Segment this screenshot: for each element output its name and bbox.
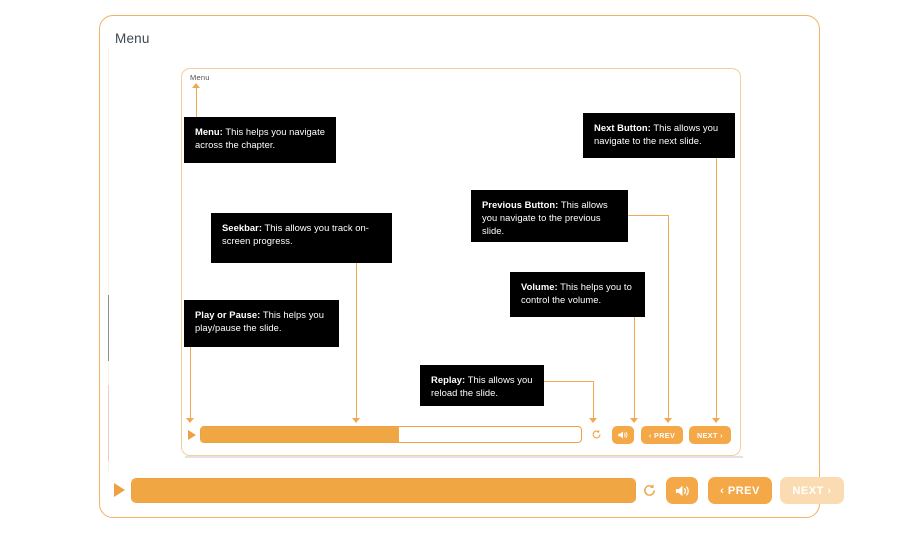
connector-replay-vertical (593, 381, 595, 418)
prev-button[interactable]: ‹ PREV (641, 426, 683, 444)
page-title: Menu (115, 31, 150, 46)
connector-volume (634, 317, 636, 418)
next-button[interactable]: NEXT › (689, 426, 731, 444)
callout-prev-text: This allows you navigate to the previous… (482, 199, 608, 236)
callout-replay: Replay: This allows you reload the slide… (420, 365, 544, 406)
callout-replay-text: This allows you reload the slide. (431, 374, 533, 398)
connector-prev-vertical (668, 215, 670, 418)
callout-seekbar-text: This allows you track on-screen progress… (222, 222, 369, 246)
callout-volume-term: Volume: (521, 281, 558, 292)
connector-menu (195, 87, 197, 117)
callout-next-button: Next Button: This allows you navigate to… (583, 113, 735, 158)
volume-button[interactable] (666, 477, 698, 504)
connector-replay-horizontal (544, 381, 594, 383)
left-scrollbar-thumb[interactable] (108, 295, 110, 361)
prev-button[interactable]: ‹ PREV (708, 477, 772, 504)
callout-volume-text: This helps you to control the volume. (521, 281, 632, 305)
connector-prev-horizontal (628, 215, 669, 217)
callout-menu-text: This helps you navigate across the chapt… (195, 126, 325, 150)
callout-replay-term: Replay: (431, 374, 466, 385)
callout-menu-term: Menu: (195, 126, 223, 137)
callout-next-text: This allows you navigate to the next sli… (594, 122, 719, 146)
connector-play-pause-arrowhead (186, 418, 194, 423)
callout-volume: Volume: This helps you to control the vo… (510, 272, 645, 317)
seekbar[interactable] (131, 478, 636, 503)
inner-panel-shadow (185, 456, 743, 458)
inner-player-control-bar: ‹ PREV NEXT › (188, 424, 734, 446)
connector-seekbar-arrowhead (352, 418, 360, 423)
seekbar-progress-fill (201, 427, 399, 442)
next-button[interactable]: NEXT › (780, 477, 844, 504)
callout-play-pause: Play or Pause: This helps you play/pause… (184, 300, 339, 347)
callout-prev-term: Previous Button: (482, 199, 559, 210)
replay-icon[interactable] (591, 429, 602, 440)
volume-icon (675, 485, 689, 496)
callout-seekbar-term: Seekbar: (222, 222, 263, 233)
connector-volume-arrowhead (630, 418, 638, 423)
callout-menu: Menu: This helps you navigate across the… (184, 117, 336, 163)
callout-play-pause-text: This helps you play/pause the slide. (195, 309, 324, 333)
left-edge-marker (108, 385, 110, 461)
connector-replay-arrowhead (589, 418, 597, 423)
replay-icon[interactable] (642, 483, 657, 498)
bottom-player-control-bar: ‹ PREV NEXT › (114, 475, 844, 507)
callout-previous-button: Previous Button: This allows you navigat… (471, 190, 628, 242)
callout-next-term: Next Button: (594, 122, 651, 133)
volume-button[interactable] (612, 426, 634, 444)
play-icon[interactable] (188, 430, 196, 440)
seekbar-progress-fill (132, 479, 635, 502)
volume-icon (618, 431, 628, 439)
connector-prev-arrowhead (664, 418, 672, 423)
connector-menu-arrowhead (192, 83, 200, 88)
play-icon[interactable] (114, 483, 125, 497)
connector-next-arrowhead (712, 418, 720, 423)
left-edge-rule (108, 48, 109, 473)
connector-play-pause (190, 347, 192, 418)
inner-menu-label: Menu (190, 73, 210, 82)
callout-play-pause-term: Play or Pause: (195, 309, 261, 320)
connector-next (716, 158, 718, 418)
seekbar[interactable] (200, 426, 582, 443)
callout-seekbar: Seekbar: This allows you track on-screen… (211, 213, 392, 263)
connector-seekbar (356, 263, 358, 418)
